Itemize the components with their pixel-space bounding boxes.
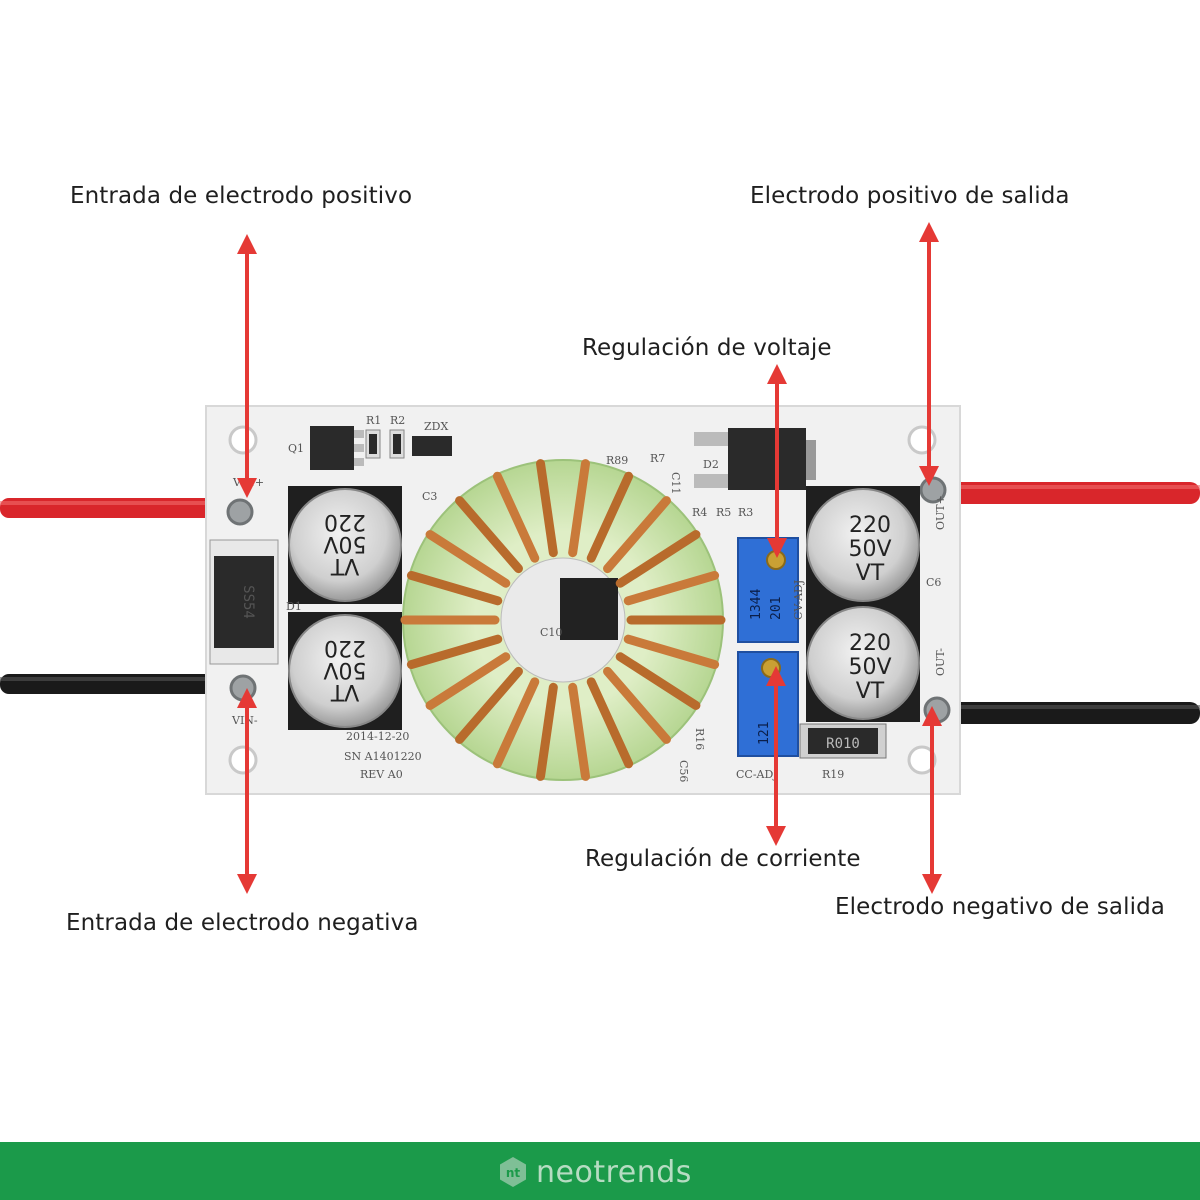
winding-turn: [455, 666, 523, 744]
cap-r1-value: 220: [849, 513, 891, 538]
silk-r16: R16: [693, 728, 706, 750]
copper-winding: [400, 459, 726, 781]
silk-r89: R89: [606, 454, 628, 467]
silk-rev: REV A0: [360, 768, 403, 781]
zener-zdx: [412, 436, 452, 456]
cap-l2-voltage: 50V: [323, 657, 366, 682]
silk-c6: C6: [926, 576, 941, 589]
cap-l1-value: 220: [324, 509, 366, 534]
silk-r1: R1: [366, 414, 381, 427]
winding-turn: [568, 682, 590, 781]
winding-turn: [492, 677, 540, 769]
cap-r2-series: VT: [856, 679, 885, 704]
silk-r2: R2: [390, 414, 405, 427]
winding-turn: [536, 682, 558, 781]
pad-out-minus: [923, 696, 951, 724]
neotrends-logo-icon: nt: [500, 1157, 526, 1187]
winding-turn: [536, 459, 558, 558]
label-output-negative: Electrodo negativo de salida: [835, 894, 1165, 920]
label-input-negative: Entrada de electrodo negativa: [66, 910, 419, 936]
silk-out-plus: OUT+: [934, 495, 947, 530]
winding-turn: [406, 634, 503, 670]
silk-r5: R5: [716, 506, 731, 519]
winding-turn: [623, 634, 720, 670]
silk-date: 2014-12-20: [346, 730, 409, 743]
pad-vin-plus: [226, 498, 254, 526]
silk-d2: D2: [703, 458, 719, 471]
cap-r2-value: 220: [849, 631, 891, 656]
silk-out-minus: OUT-: [934, 648, 947, 676]
winding-turn: [615, 652, 701, 710]
silk-vin-minus: VIN-: [231, 714, 258, 727]
winding-turn: [455, 496, 523, 574]
pot-c-code: 121: [757, 722, 772, 745]
cap-l1-voltage: 50V: [323, 531, 366, 556]
winding-turn: [586, 471, 634, 563]
potentiometer-voltage: [737, 537, 799, 643]
capacitor-right-top: [806, 488, 920, 602]
cap-r1-voltage: 50V: [848, 537, 891, 562]
label-voltage-regulation: Regulación de voltaje: [582, 335, 832, 361]
silk-serial: SN A1401220: [344, 750, 422, 763]
regulator-d2: [728, 428, 806, 490]
winding-turn: [586, 677, 634, 769]
winding-turn: [615, 530, 701, 588]
silk-d1: D1: [286, 600, 302, 613]
capacitor-left-top: [288, 488, 402, 602]
silk-r3: R3: [738, 506, 753, 519]
brand-logo: nt neotrends: [496, 1152, 692, 1192]
shunt-marking: R010: [826, 736, 860, 752]
winding-turn: [603, 496, 671, 574]
cap-l2-series: VT: [330, 679, 359, 704]
silk-r4: R4: [692, 506, 707, 519]
winding-turn: [492, 471, 540, 563]
svg-text:nt: nt: [506, 1166, 521, 1180]
pad-vin-minus: [229, 674, 257, 702]
transistor-q1: [310, 426, 354, 470]
cap-r2-voltage: 50V: [848, 655, 891, 680]
silk-r19: R19: [822, 768, 844, 781]
silk-cc-adj: CC-ADJ: [736, 768, 778, 781]
silk-q1: Q1: [288, 442, 304, 455]
label-output-positive: Electrodo positivo de salida: [750, 183, 1070, 209]
cap-l2-value: 220: [324, 635, 366, 660]
capacitor-left-bottom: [288, 614, 402, 728]
ic-chip: [560, 578, 618, 640]
diode-marking: SS54: [240, 585, 256, 619]
winding-turn: [425, 530, 511, 588]
pot-v-code-1: 1344: [749, 589, 764, 620]
pot-v-code-2: 201: [769, 597, 784, 620]
winding-turn: [425, 652, 511, 710]
silk-zdx: ZDX: [424, 420, 448, 433]
winding-turn: [568, 459, 590, 558]
winding-turn: [603, 666, 671, 744]
brand-name: neotrends: [536, 1154, 692, 1190]
capacitor-right-bottom: [806, 606, 920, 720]
silk-cv-adj: CV-ADJ: [792, 580, 805, 620]
silk-c3: C3: [422, 490, 437, 503]
silk-c56: C56: [677, 760, 690, 782]
footer-bar: [0, 1142, 1200, 1200]
label-input-positive: Entrada de electrodo positivo: [70, 183, 413, 209]
cap-r1-series: VT: [856, 561, 885, 586]
silk-c10: C10: [540, 626, 562, 639]
winding-turn: [623, 570, 720, 606]
winding-turn: [406, 570, 503, 606]
label-current-regulation: Regulación de corriente: [585, 846, 861, 872]
silk-c11: C11: [669, 472, 682, 494]
cap-l1-series: VT: [330, 553, 359, 578]
silk-r7: R7: [650, 452, 665, 465]
